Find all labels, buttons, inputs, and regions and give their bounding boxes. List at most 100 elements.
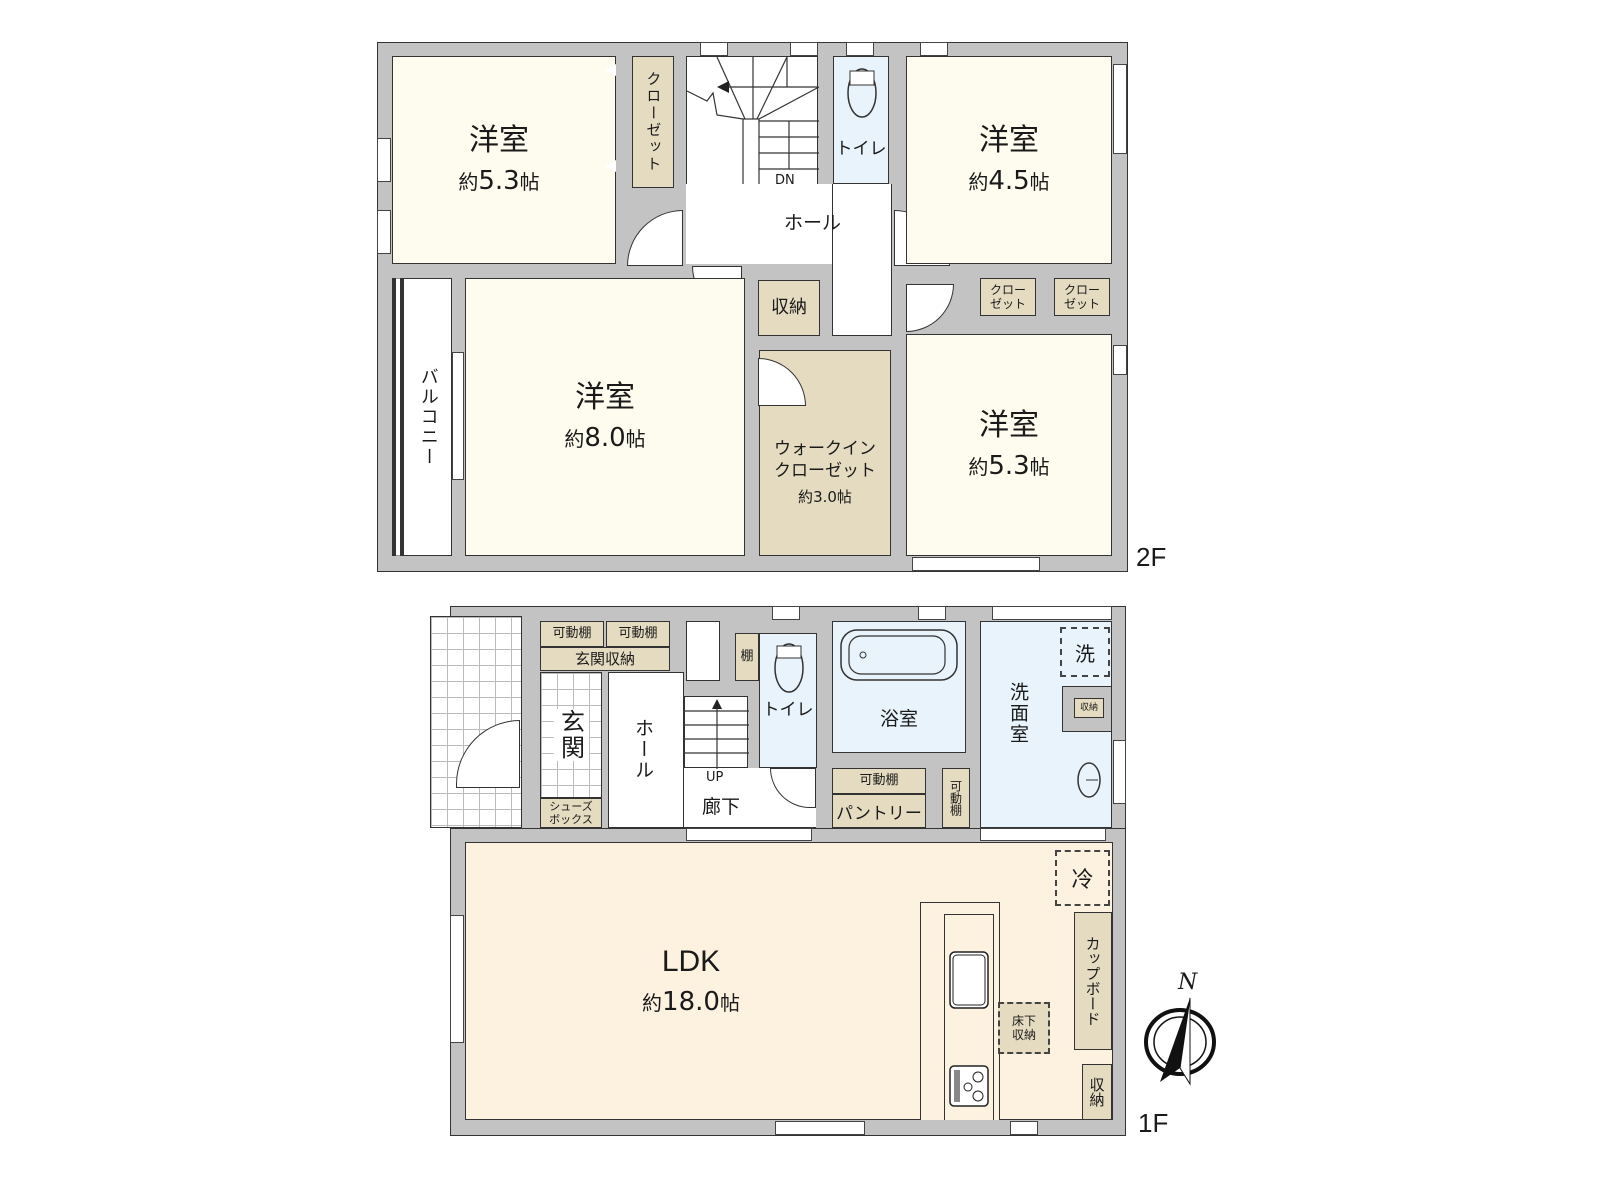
window [1113,740,1126,804]
storage-label: 収納 [771,296,807,318]
window [1113,345,1127,375]
fridge-label: 冷 [1071,868,1094,893]
window [980,828,1106,841]
compass: N [1140,970,1220,1090]
hall-2f-extension [832,184,892,336]
washer-label: 洗 [1075,641,1095,666]
window [790,42,818,56]
window [452,352,464,480]
shelf-label: 棚 [740,648,754,664]
pantry-shelf[interactable]: 可動棚 [832,768,926,794]
sliding-door-arrow-icon [604,160,616,172]
stairs-up-icon [685,699,749,769]
shelf-label: 可動棚 [618,625,658,641]
window [377,138,391,182]
stairs-icon [687,57,819,206]
washroom-storage[interactable]: 収納 [1074,698,1104,718]
underfloor-label-2: 収納 [1011,1028,1036,1042]
toilet-1f[interactable]: トイレ [759,633,817,768]
window [775,1121,865,1135]
compass-north-label: N [1178,970,1198,995]
shelf-label: 可動棚 [552,625,592,641]
window [450,915,464,1043]
room-name: 洋室 [575,379,635,415]
window [686,828,812,841]
window [912,557,1040,571]
entrance-storage[interactable]: 玄関収納 [540,647,670,671]
room-name: 洗面室 [1007,682,1029,745]
hall-1f[interactable] [608,672,684,828]
room-name: 洋室 [979,407,1039,443]
window [1010,1121,1038,1135]
sliding-door-arrow-icon [604,64,616,76]
stairs-1f[interactable] [684,696,749,769]
vertical-shelf[interactable]: 可動棚 [942,768,970,828]
fridge-space[interactable]: 冷 [1055,850,1110,906]
kitchen-sink-icon [949,951,989,1009]
stairs-direction-label: UP [706,770,724,785]
underfloor-storage[interactable]: 床下 収納 [998,1002,1050,1054]
ldk[interactable]: LDK 約18.0帖 [465,842,1113,1120]
storage-2f[interactable]: 収納 [758,280,820,336]
cupboard-label: カップボード [1083,936,1102,1026]
closet-label: クローゼット [644,71,663,173]
ldk-storage[interactable]: 収納 [1082,1064,1112,1120]
window [377,210,391,254]
wic-label-line2: クローゼット [774,460,876,481]
movable-shelf-2[interactable]: 可動棚 [606,621,670,647]
window [1113,64,1127,154]
floor-label-1f: 1F [1138,1108,1169,1138]
pantry[interactable]: パントリー [832,794,926,828]
closet-nw[interactable]: クローゼット [632,56,674,188]
closet-ne-1[interactable]: クロー ゼット [980,278,1036,316]
sink-icon [1077,762,1101,798]
pantry-label: パントリー [836,803,922,824]
storage-label: 収納 [1087,1077,1106,1107]
room-western-ne[interactable]: 洋室 約4.5帖 [906,56,1112,264]
stove-icon [949,1065,989,1107]
shoe-box-label-1: シューズ [549,799,593,813]
toilet-icon [774,643,804,693]
shoe-box[interactable]: シューズ ボックス [540,798,602,828]
room-western-nw[interactable]: 洋室 約5.3帖 [392,56,616,264]
cupboard[interactable]: カップボード [1074,912,1112,1050]
balcony-label: バルコニー [417,367,439,467]
bathroom[interactable]: 浴室 [832,621,966,753]
entrance-label: 玄関 [553,709,589,761]
washer-space[interactable]: 洗 [1060,627,1110,677]
hall-1f-label: ホール [632,718,654,781]
movable-shelf-1[interactable]: 可動棚 [540,621,604,647]
entrance-genkan[interactable]: 玄関 [540,672,602,798]
room-name: トイレ [762,699,814,720]
wic-label-line1: ウォークイン [774,439,876,460]
room-name: 浴室 [879,707,918,730]
room-name: トイレ [835,139,887,160]
storage-niche [686,621,720,681]
north-arrow-icon [1144,997,1216,1086]
shoe-box-label-2: ボックス [549,813,593,826]
hall-2f-label: ホール [784,212,842,234]
floor-label-2f: 2F [1136,542,1167,572]
underfloor-label-1: 床下 [1011,1013,1036,1028]
window [846,42,874,56]
balcony[interactable]: バルコニー [392,278,452,556]
room-area: 約4.5帖 [968,166,1050,197]
room-name: 洋室 [469,122,529,158]
window [920,42,948,56]
room-name: 洋室 [979,122,1039,158]
bathtub-icon [840,629,958,681]
room-area: 約8.0帖 [564,423,646,454]
toilet-2f[interactable]: トイレ [833,56,889,184]
stairs-2f[interactable]: DN [686,56,819,206]
toilet-icon [847,68,877,118]
wic-area: 約3.0帖 [798,487,852,506]
room-area: 約18.0帖 [642,987,740,1018]
room-area: 約5.3帖 [968,451,1050,482]
room-western-center[interactable]: 洋室 約8.0帖 [465,278,745,556]
room-western-se[interactable]: 洋室 約5.3帖 [906,334,1112,556]
closet-label: クロー ゼット [1063,282,1100,311]
room-name: LDK [661,944,721,978]
toilet-shelf[interactable]: 棚 [735,633,759,681]
closet-ne-2[interactable]: クロー ゼット [1054,278,1110,316]
corridor-label: 廊下 [702,796,741,818]
